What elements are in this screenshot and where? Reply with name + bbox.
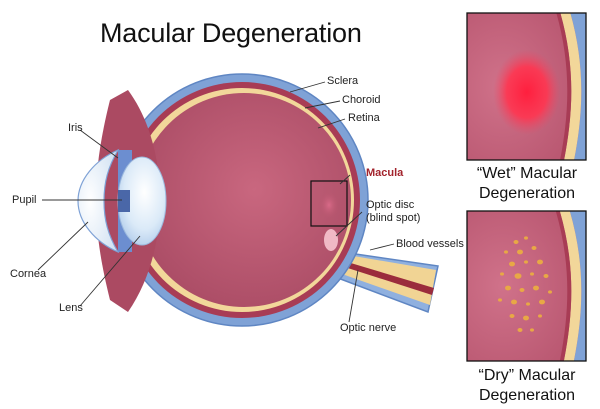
drusen-dot [530, 328, 534, 332]
drusen-dot [519, 288, 525, 292]
drusen-dot [524, 260, 528, 264]
leader-iris [79, 129, 119, 159]
wet-panel-frame [466, 12, 587, 161]
leader-macula [339, 174, 351, 185]
label-sclera: Sclera [327, 75, 359, 87]
drusen-dot [524, 236, 528, 240]
label-cornea: Cornea [10, 268, 47, 280]
label-pupil: Pupil [12, 194, 37, 206]
drusen-dot [517, 249, 523, 255]
drusen-dot [530, 272, 534, 276]
drusen-dot [538, 314, 542, 318]
drusen-dot [531, 246, 537, 250]
dry-caption-line2: Degeneration [478, 387, 576, 404]
drusen-deposits [498, 236, 552, 332]
drusen-dot [514, 273, 522, 279]
drusen-dot [526, 302, 530, 306]
wet-caption-line1: “Wet” Macular [476, 165, 578, 182]
dry-caption-line1: “Dry” Macular [478, 367, 576, 384]
leader-blood-vessels [369, 243, 395, 251]
drusen-dot [537, 259, 543, 265]
leader-lines [37, 81, 395, 323]
drusen-dot [533, 285, 539, 291]
wet-lesion [493, 49, 561, 135]
drusen-dot [543, 274, 549, 278]
label-lens: Lens [59, 302, 83, 314]
wet-caption-line2: Degeneration [478, 185, 576, 202]
leader-sclera [289, 81, 326, 93]
cornea-shape [77, 148, 120, 254]
figure-title: Macular Degeneration [100, 18, 362, 48]
dry-caption: “Dry” Macular Degeneration [462, 366, 592, 406]
eyeball [77, 73, 439, 327]
drusen-dot [500, 272, 504, 276]
drusen-dot [504, 250, 508, 254]
label-macula: Macula [366, 167, 404, 179]
pupil-shape [118, 190, 130, 212]
wet-panel [466, 12, 587, 161]
leader-optic-nerve [348, 269, 359, 323]
drusen-dot [517, 328, 523, 332]
drusen-dot [498, 298, 502, 302]
dry-panel-frame [466, 210, 587, 362]
leader-choroid [304, 100, 341, 109]
label-optic-nerve: Optic nerve [340, 322, 397, 334]
leader-cornea [37, 221, 89, 271]
drusen-dot [509, 314, 515, 318]
label-optic-disc: Optic disc [366, 199, 415, 211]
label-blood-vessels: Blood vessels [396, 238, 464, 250]
wet-caption: “Wet” Macular Degeneration [462, 164, 592, 204]
leader-retina [317, 118, 346, 129]
label-blind-spot: (blind spot) [366, 212, 421, 224]
drusen-dot [539, 299, 545, 305]
leader-lens [79, 235, 141, 307]
drusen-dot [523, 315, 529, 321]
drusen-dot [513, 240, 519, 244]
drusen-dot [548, 290, 552, 294]
drusen-dot [509, 261, 515, 267]
label-choroid: Choroid [342, 94, 381, 106]
macula-spot [319, 191, 339, 219]
drusen-dot [511, 299, 517, 305]
optic-disc-shape [324, 229, 338, 251]
drusen-dot [505, 285, 511, 291]
label-retina: Retina [348, 112, 380, 124]
dry-panel [466, 210, 587, 362]
macula-highlight-box [310, 180, 348, 227]
vitreous-body [137, 93, 351, 307]
label-iris: Iris [68, 122, 83, 134]
central-retinal-vessel [332, 258, 434, 295]
leader-optic-disc [335, 211, 363, 237]
